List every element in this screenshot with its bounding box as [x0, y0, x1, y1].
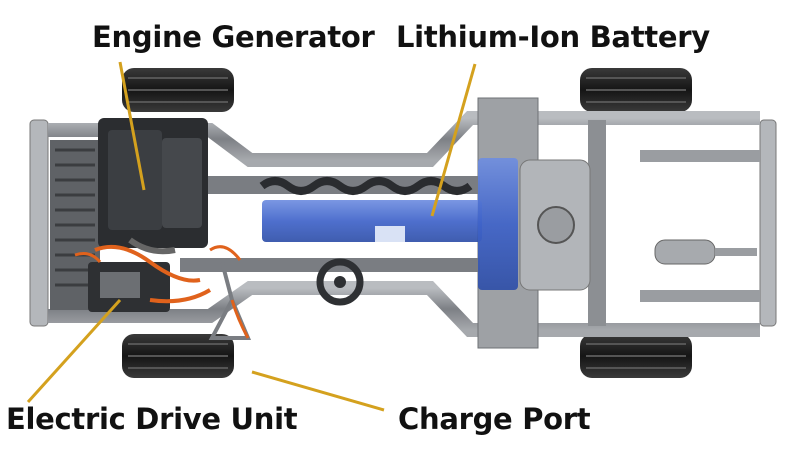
front-right-tire: [122, 334, 234, 378]
charge-port-label: Charge Port: [398, 402, 591, 436]
steering-wheel: [316, 258, 364, 306]
charge-port: [208, 261, 252, 340]
front-left-tire: [122, 68, 234, 112]
muffler: [654, 239, 757, 265]
engine-bay: [50, 118, 242, 312]
rear-right-tire: [580, 334, 692, 378]
engine-leader-line: [118, 61, 146, 191]
drive-unit-label: Electric Drive Unit: [6, 402, 298, 436]
battery-label: Lithium-Ion Battery: [396, 20, 710, 54]
engine-generator-label: Engine Generator: [92, 20, 375, 54]
drive-unit-leader-line: [26, 298, 122, 404]
battery-leader-line: [430, 63, 477, 217]
lithium-ion-battery: [259, 158, 518, 290]
rear-left-tire: [580, 68, 692, 112]
charge-port-leader-line: [251, 370, 385, 412]
leader-lines: [26, 61, 477, 412]
